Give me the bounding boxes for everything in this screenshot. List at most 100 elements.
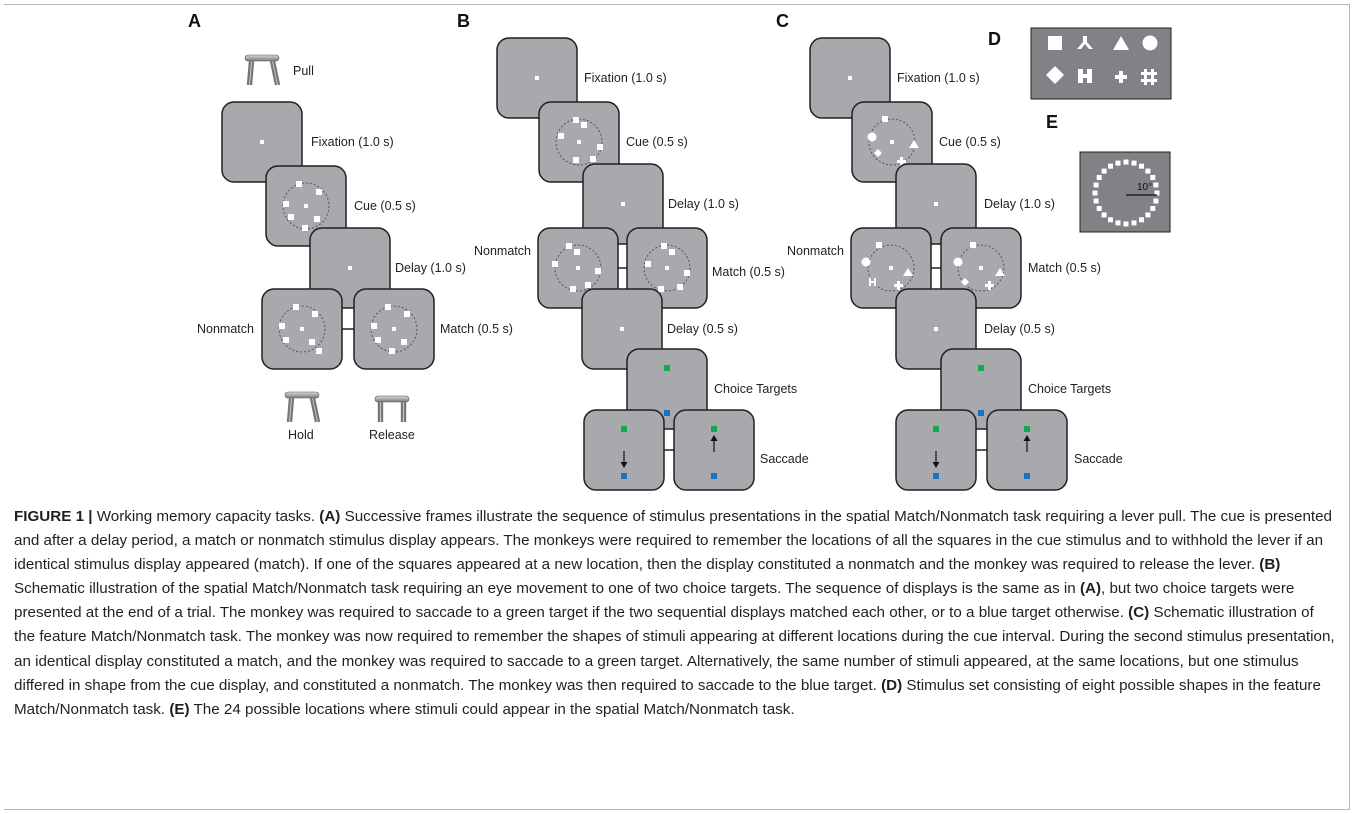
location-square (1092, 190, 1098, 196)
label-match: Match (0.5 s) (1028, 261, 1101, 275)
lever-pull-icon (244, 54, 281, 86)
caption-ref-c: (C) (1128, 604, 1150, 622)
lever-hold-icon (284, 391, 321, 423)
blue-target-icon (978, 410, 984, 416)
location-square (1108, 217, 1113, 223)
screen-delay (582, 163, 664, 245)
screen-cue (265, 165, 347, 247)
green-target-icon (664, 365, 670, 371)
location-square (1093, 182, 1099, 188)
h-shape-icon (1078, 69, 1092, 83)
caption-ref-e: (E) (169, 700, 190, 718)
arrow-down-icon (932, 462, 940, 468)
label-fixation: Fixation (1.0 s) (311, 135, 394, 149)
caption-ref-a: (A) (319, 508, 341, 525)
screen-saccade-green (673, 409, 755, 491)
location-square (1115, 160, 1121, 166)
location-square (1145, 212, 1151, 218)
screen-saccade-green (986, 409, 1068, 491)
panel-b: Fixation (1.0 s) Cue (0.5 s) Delay (1.0 … (474, 37, 809, 491)
caption-text-c: Schematic illustration of the feature Ma… (14, 604, 1335, 694)
location-square (1096, 175, 1102, 180)
location-square (1139, 217, 1144, 223)
location-square (1101, 168, 1107, 174)
figure-caption: FIGURE 1 | Working memory capacity tasks… (14, 505, 1336, 722)
arrow-down-icon (620, 462, 628, 468)
location-square (1131, 220, 1137, 226)
label-fixation: Fixation (1.0 s) (584, 71, 667, 85)
screen-delay (309, 227, 391, 309)
screen-saccade-blue (895, 409, 977, 491)
panel-letter-e: E (1046, 112, 1058, 132)
label-cue: Cue (0.5 s) (354, 199, 416, 213)
label-nonmatch: Nonmatch (787, 244, 844, 258)
location-square (1123, 221, 1129, 227)
location-square (1123, 159, 1129, 165)
screen-cue (851, 101, 933, 183)
location-square (1093, 198, 1099, 204)
radius-label: 10° (1137, 182, 1152, 193)
label-match: Match (0.5 s) (712, 265, 785, 279)
lever-release-icon (374, 395, 410, 422)
caption-text-d: Stimulus set consisting of eight possibl… (14, 676, 1321, 718)
location-square (1150, 175, 1156, 180)
location-square (1096, 206, 1102, 211)
panel-letter-b: B (457, 11, 470, 31)
location-square (1145, 168, 1151, 174)
location-square (1108, 163, 1113, 169)
label-hold: Hold (288, 428, 314, 442)
location-square (1153, 182, 1159, 188)
screen-fixation (809, 37, 891, 119)
figure-illustration: A B C D E Pull Fixation (1.0 s) (188, 11, 1172, 491)
caption-heading: FIGURE 1 | (14, 508, 93, 525)
label-choice-targets: Choice Targets (1028, 382, 1111, 396)
screen-choice-targets (626, 348, 708, 430)
panel-letter-a: A (188, 11, 201, 31)
label-saccade: Saccade (1074, 452, 1123, 466)
label-pull: Pull (293, 64, 314, 78)
panel-letter-c: C (776, 11, 789, 31)
cross-shape-icon (1115, 71, 1127, 83)
screen-match (353, 288, 435, 370)
screen-match (940, 227, 1022, 309)
location-square (1154, 190, 1160, 196)
location-square (1101, 212, 1107, 218)
label-delay: Delay (1.0 s) (395, 261, 466, 275)
caption-ref-d: (D) (881, 676, 903, 694)
label-match: Match (0.5 s) (440, 322, 513, 336)
caption-text-a: Successive frames illustrate the sequenc… (14, 508, 1333, 574)
label-delay-1: Delay (1.0 s) (984, 197, 1055, 211)
blue-target-icon (664, 410, 670, 416)
screen-delay (895, 163, 977, 245)
label-cue: Cue (0.5 s) (626, 135, 688, 149)
label-delay-2: Delay (0.5 s) (667, 322, 738, 336)
y-shape-icon (1077, 36, 1093, 49)
green-target-icon (978, 365, 984, 371)
label-delay-1: Delay (1.0 s) (668, 197, 739, 211)
location-square (1150, 206, 1156, 211)
caption-text-b2: , but two choice targets were presented … (14, 580, 1295, 622)
screen-nonmatch (850, 227, 932, 309)
label-saccade: Saccade (760, 452, 809, 466)
caption-text-b1: Schematic illustration of the spatial Ma… (14, 580, 1080, 598)
caption-ref-b2: (A) (1079, 580, 1102, 598)
location-square (1153, 198, 1159, 204)
circle-shape-icon (1142, 35, 1158, 51)
location-square (1115, 220, 1121, 226)
panel-a: Pull Fixation (1.0 s) Cue (0.5 s) Delay … (197, 54, 513, 442)
location-ring (1092, 159, 1160, 227)
arrow-up-icon (710, 435, 718, 441)
panel-e-locations: 10° (1079, 151, 1171, 233)
label-fixation: Fixation (1.0 s) (897, 71, 980, 85)
diamond-shape-icon (1046, 66, 1064, 84)
label-nonmatch: Nonmatch (197, 322, 254, 336)
location-square (1139, 163, 1144, 169)
panel-c: Fixation (1.0 s) Cue (0.5 s) Delay (1.0 … (787, 37, 1123, 491)
panel-d-shape-set (1030, 27, 1172, 100)
label-release: Release (369, 428, 415, 442)
square-shape-icon (1048, 36, 1062, 50)
screen-cue (538, 101, 620, 183)
screen-fixation (221, 101, 303, 183)
caption-text-e: The 24 possible locations where stimuli … (189, 700, 795, 718)
screen-fixation (496, 37, 578, 119)
